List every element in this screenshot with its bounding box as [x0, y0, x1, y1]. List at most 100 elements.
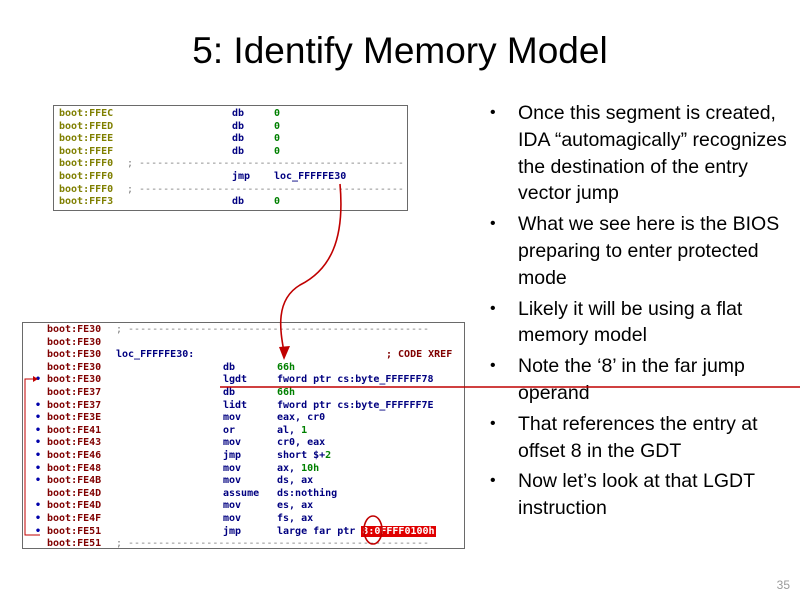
instruction-dot-icon: • — [35, 512, 42, 524]
far-jump-target: 8:0FFFF0100h — [361, 525, 436, 537]
code-mnemonic: assume — [223, 487, 260, 499]
bullet-icon: • — [490, 414, 496, 432]
instruction-dot-icon: • — [35, 449, 42, 461]
code-address: boot:FE37 — [47, 399, 102, 411]
page-title: 5: Identify Memory Model — [192, 30, 608, 71]
code-line: boot:FFF0 ; -----------------------------… — [54, 184, 407, 197]
code-address: boot:FE43 — [47, 437, 102, 449]
operand-number: 1 — [301, 424, 308, 436]
bullet-item: • Likely it will be using a flat memory m… — [490, 296, 790, 350]
instruction-dot-icon: • — [35, 412, 42, 424]
code-address: boot:FE4B — [47, 475, 102, 487]
bullet-icon: • — [490, 215, 496, 233]
bullet-item: • That references the entry at offset 8 i… — [490, 411, 790, 465]
bullet-icon: • — [490, 104, 496, 121]
code-line: boot:FE30 ; -----------------------------… — [23, 324, 464, 337]
operand-number: 2 — [325, 449, 332, 461]
ida-listing-protected-mode: boot:FE30 ; -----------------------------… — [22, 322, 465, 549]
code-mnemonic: jmp — [223, 449, 242, 461]
code-line: boot:FE30 — [23, 337, 464, 350]
separator-comment: ; --------------------------------------… — [116, 324, 430, 335]
code-mnemonic: db — [232, 108, 245, 119]
code-address: boot:FE51 — [47, 525, 102, 537]
instruction-dot-icon: • — [35, 424, 42, 436]
code-mnemonic: mov — [223, 500, 242, 512]
code-address: boot:FFF0 — [59, 183, 114, 195]
bullet-text: What we see here is the BIOS preparing t… — [518, 213, 780, 289]
code-line: boot:FE4F • mov fs, ax — [23, 513, 464, 526]
code-address: boot:FE48 — [47, 462, 102, 474]
bullet-text: Now let’s look at that LGDT instruction — [518, 470, 755, 520]
bullet-item: • Once this segment is created, IDA “auto… — [490, 100, 790, 207]
code-operand: fword ptr cs:byte_FFFFFF78 — [277, 374, 434, 386]
code-operand: eax, cr0 — [277, 412, 326, 424]
code-mnemonic: lgdt — [223, 374, 248, 386]
code-mnemonic: mov — [223, 475, 242, 487]
code-line: boot:FE48 • mov ax, 10h — [23, 463, 464, 476]
code-operand: ds:nothing — [277, 487, 338, 499]
code-operand: al, 1 — [277, 424, 308, 436]
code-operand: short $+2 — [277, 449, 332, 461]
code-mnemonic: db — [232, 145, 245, 157]
code-mnemonic: db — [232, 196, 245, 208]
code-address: boot:FE4F — [47, 512, 102, 524]
code-address: boot:FFEC — [59, 108, 114, 119]
code-operand: large far ptr 8:0FFFF0100h — [277, 525, 436, 537]
operand-number: 10h — [301, 462, 320, 474]
code-line: boot:FE51; -----------------------------… — [23, 538, 464, 549]
code-line: boot:FFEC db 0 — [54, 108, 407, 121]
bullet-text: Note the ‘8’ in the far jump operand — [518, 355, 745, 404]
code-operand: es, ax — [277, 500, 314, 512]
code-address: boot:FE30 — [47, 336, 102, 348]
code-address: boot:FE46 — [47, 449, 102, 461]
code-mnemonic: mov — [223, 462, 242, 474]
code-operand: 66h — [277, 361, 296, 373]
bullet-icon: • — [490, 299, 496, 317]
code-address: boot:FE37 — [47, 386, 102, 398]
code-address: boot:FE51 — [47, 538, 102, 549]
code-line: boot:FE37 db 66h — [23, 387, 464, 400]
code-mnemonic: mov — [223, 512, 242, 524]
code-address: boot:FE41 — [47, 424, 102, 436]
separator-comment: ; --------------------------------------… — [127, 183, 404, 195]
code-mnemonic: db — [223, 386, 236, 398]
bullet-list: • Once this segment is created, IDA “auto… — [490, 100, 790, 526]
code-operand: loc_FFFFFE30 — [274, 170, 347, 182]
code-line: boot:FFF0; -----------------------------… — [54, 158, 407, 171]
instruction-dot-icon: • — [35, 399, 42, 411]
bullet-text: Once this segment is created, IDA “autom… — [518, 102, 787, 205]
instruction-dot-icon: • — [35, 462, 42, 474]
code-operand: 0 — [274, 108, 281, 119]
bullet-item: • What we see here is the BIOS preparing … — [490, 211, 790, 291]
code-operand: ax, 10h — [277, 462, 320, 474]
code-mnemonic: mov — [223, 412, 242, 424]
code-operand: 0 — [274, 145, 281, 157]
code-address: boot:FE30 — [47, 324, 102, 335]
code-operand: 0 — [274, 120, 281, 132]
code-operand: 0 — [274, 133, 281, 145]
code-address: boot:FFF0 — [59, 170, 114, 182]
bullet-item: •Note the ‘8’ in the far jump operand — [490, 353, 790, 407]
bullet-text: Likely it will be using a flat memory mo… — [518, 297, 743, 347]
code-operand: fs, ax — [277, 512, 314, 524]
code-operand: 66h — [277, 386, 296, 398]
bullet-text: That references the entry at offset 8 in… — [518, 412, 758, 462]
code-address: boot:FFEE — [59, 133, 114, 145]
code-mnemonic: lidt — [223, 399, 248, 411]
instruction-dot-icon: • — [35, 437, 42, 449]
instruction-dot-icon: • — [35, 374, 42, 386]
code-address: boot:FE4D — [47, 500, 102, 512]
code-mnemonic: db — [232, 120, 245, 132]
